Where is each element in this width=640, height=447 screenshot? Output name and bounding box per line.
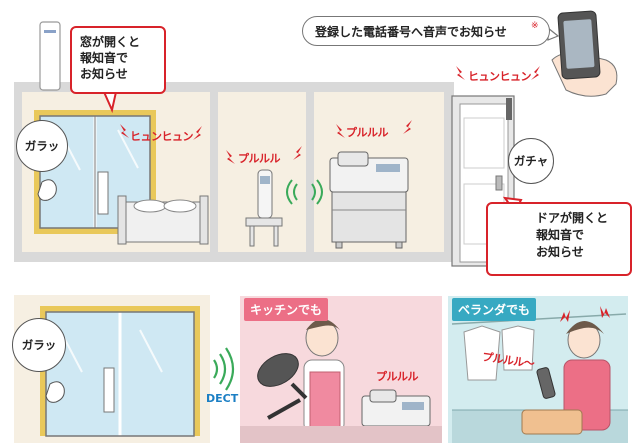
kitchen-ring-sound: プルルル: [376, 370, 419, 383]
dect-waves: [213, 347, 235, 391]
kitchen-label: キッチンでも: [244, 298, 329, 321]
phone-notice-mark: ※: [531, 21, 539, 31]
door-alarm-sound: ヒュンヒュン: [468, 70, 532, 83]
phone-notice-text: 登録した電話番号へ音声でお知らせ: [315, 25, 507, 39]
window-bottom: [40, 306, 200, 437]
wireless-waves-top: [286, 179, 323, 205]
dect-label: DECT: [206, 392, 239, 405]
base-phone: [329, 151, 409, 249]
window-alarm-sound: ヒュンヒュン: [130, 130, 194, 143]
window-sensor-text: 窓が開くと 報知音で お知らせ: [80, 35, 141, 81]
window-bottom-bubble: ガラッ: [12, 318, 66, 372]
veranda-woman: [521, 321, 611, 435]
base-ring-sound: プルルル: [346, 126, 389, 139]
handset-ring-sound: プルルル: [238, 152, 281, 165]
door-sensor-callout: ドアが開くと 報知音で お知らせ: [486, 202, 632, 276]
kitchen-woman: [257, 319, 345, 435]
window-top-bubble: ガラッ: [16, 120, 68, 172]
alarm-marks: [120, 66, 540, 164]
bed: [117, 195, 209, 245]
window-sensor-device: [39, 21, 61, 91]
cordless-handset: [245, 169, 283, 247]
smartphone-hand: [551, 10, 618, 97]
phone-notice-callout: 登録した電話番号へ音声でお知らせ ※: [302, 16, 550, 46]
door-bubble: ガチャ: [508, 138, 554, 184]
window-sensor-callout: 窓が開くと 報知音で お知らせ: [70, 26, 166, 94]
door-sensor-text: ドアが開くと 報知音で お知らせ: [536, 211, 609, 259]
veranda-label: ベランダでも: [452, 298, 537, 321]
veranda-alarm-mark: [560, 306, 610, 322]
